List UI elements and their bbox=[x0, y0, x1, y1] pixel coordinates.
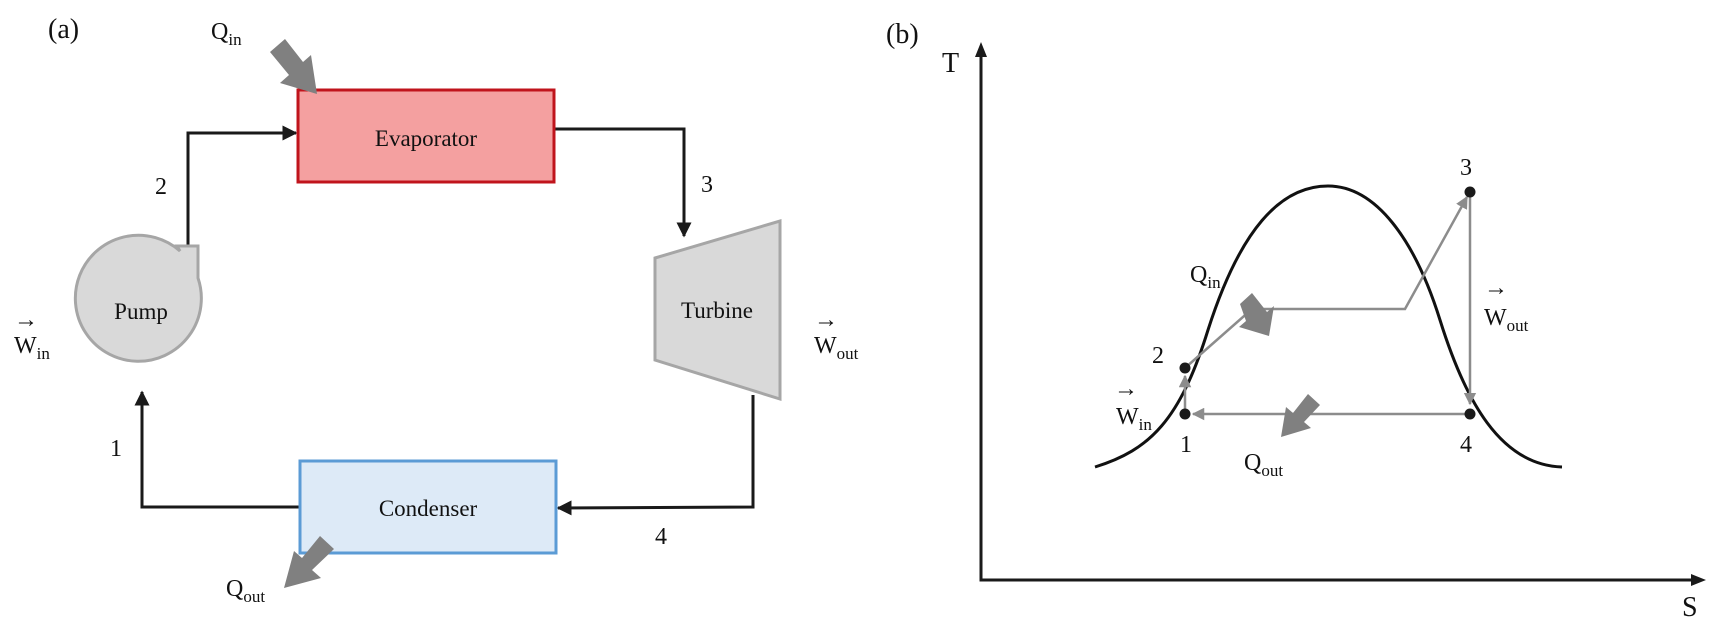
x-axis-label: S bbox=[1682, 592, 1698, 623]
state-point-3 bbox=[1464, 186, 1476, 198]
process-2-3 bbox=[1184, 195, 1469, 369]
ts-work-in-arrow-icon: → bbox=[1114, 376, 1138, 402]
ts-heat-in-arrow-icon bbox=[1239, 293, 1274, 336]
pump-shape bbox=[73, 233, 203, 363]
heat-in-arrow-icon bbox=[270, 39, 317, 94]
state-label-4: 4 bbox=[655, 524, 667, 550]
heat-out-arrow-icon bbox=[284, 536, 334, 588]
y-axis-arrowhead-icon bbox=[975, 42, 987, 57]
work-in-arrow-icon: → bbox=[14, 307, 38, 333]
state-label-2: 2 bbox=[155, 174, 167, 200]
evaporator-box bbox=[296, 88, 556, 184]
pump-label: Pump bbox=[114, 299, 168, 324]
work-in-label: Win bbox=[14, 333, 50, 363]
work-out-arrow-icon: → bbox=[814, 307, 838, 333]
work-out-label: Wout bbox=[814, 333, 859, 363]
flow-line-1 bbox=[134, 390, 299, 509]
x-axis-arrowhead-icon bbox=[1691, 574, 1706, 586]
turbine-shape bbox=[653, 218, 782, 402]
state-label-3: 3 bbox=[701, 172, 713, 198]
heat-out-label: Qout bbox=[226, 576, 265, 606]
condenser-box bbox=[298, 459, 558, 555]
ts-heat-in-label: Qin bbox=[1190, 262, 1221, 292]
flow-line-3 bbox=[555, 127, 692, 238]
ts-work-out-label: Wout bbox=[1484, 305, 1529, 335]
ts-heat-out-arrow-icon bbox=[1281, 394, 1320, 437]
panel-a-label: (a) bbox=[48, 14, 79, 45]
ts-heat-out-label: Qout bbox=[1244, 450, 1283, 480]
turbine-label: Turbine bbox=[681, 298, 753, 323]
evaporator-label: Evaporator bbox=[375, 126, 478, 151]
panel-b-label: (b) bbox=[886, 19, 919, 50]
ts-axes bbox=[979, 48, 1699, 582]
ts-state-label-3: 3 bbox=[1460, 155, 1472, 181]
ts-work-out-arrow-icon: → bbox=[1484, 275, 1508, 301]
flow-line-4 bbox=[556, 395, 755, 516]
panel-a: (a) Evaporator Turbine Condenser Pump 1 … bbox=[14, 14, 859, 606]
ts-state-label-4: 4 bbox=[1460, 432, 1472, 458]
state-point-1 bbox=[1179, 408, 1191, 420]
ts-state-label-1: 1 bbox=[1180, 432, 1192, 458]
flow-line-2 bbox=[186, 125, 298, 245]
ts-state-label-2: 2 bbox=[1152, 343, 1164, 369]
state-label-1: 1 bbox=[110, 436, 122, 462]
ts-work-in-label: Win bbox=[1116, 404, 1152, 434]
y-axis-label: T bbox=[942, 48, 959, 79]
state-point-4 bbox=[1464, 408, 1476, 420]
condenser-label: Condenser bbox=[379, 496, 478, 521]
panel-b: (b) T S 1 2 3 4 Qin Qout → Win → bbox=[886, 19, 1706, 623]
state-point-2 bbox=[1179, 362, 1191, 374]
heat-in-label: Qin bbox=[211, 19, 242, 49]
